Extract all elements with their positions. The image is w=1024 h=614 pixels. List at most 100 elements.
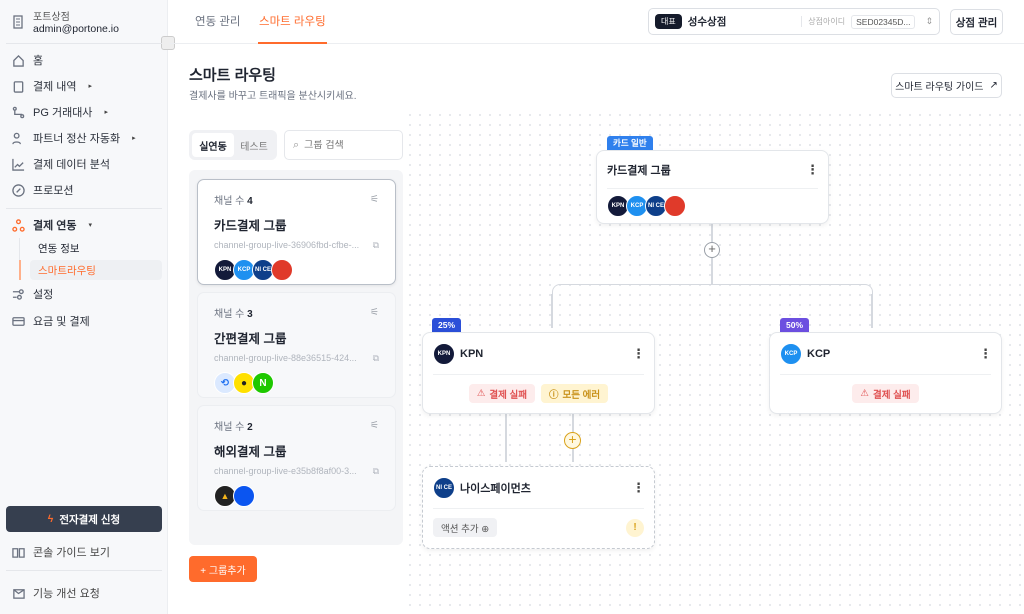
nice-fallback-node[interactable]: NI CE 나이스페이먼츠 ⋮ 액션 추가 ⊕! (422, 466, 655, 549)
sidebar-item-integration[interactable]: 결제 연동 ▾ (12, 215, 92, 235)
kpn-weight-badge: 25% (432, 318, 462, 332)
tab-live[interactable]: 실연동 (192, 133, 234, 157)
caret-right-icon: ▸ (132, 135, 136, 142)
store-name: 포트상점 (33, 12, 70, 23)
mail-icon (13, 588, 25, 599)
filter-icon[interactable]: ⚟ (370, 194, 379, 205)
node-title: KPN (460, 347, 484, 360)
kpn-logo: KPN (214, 259, 236, 281)
more-icon[interactable]: ⋮ (979, 345, 992, 361)
store-selector[interactable]: 대표 성수상점 상점아이디 SED02345D... ⇕ (648, 8, 940, 35)
group-id: channel-group-live-88e36515-424... (214, 353, 357, 363)
kpn-node[interactable]: KPN KPN ⋮ ⚠ 결제 실패 ⓘ 모든 에러 (422, 332, 655, 414)
copy-icon[interactable]: ⧉ (372, 240, 379, 250)
store-manage-button[interactable]: 상점 관리 (950, 9, 1003, 35)
add-group-button[interactable]: + 그룹추가 (189, 556, 257, 582)
group-card-easy[interactable]: 채널 수 3 ⚟ 간편결제 그룹 channel-group-live-88e3… (197, 292, 396, 398)
search-field[interactable] (304, 139, 385, 151)
sidebar-item-analytics[interactable]: 결제 데이터 분석 (12, 154, 110, 174)
copy-icon[interactable]: ⧉ (372, 353, 379, 363)
kcp-logo: KCP (233, 259, 255, 281)
home-icon (13, 54, 24, 67)
search-icon: ⌕ (293, 138, 300, 151)
payment-failure-chip[interactable]: ⚠ 결제 실패 (468, 384, 535, 403)
label: 기능 개선 요청 (33, 588, 100, 600)
label: 스마트 라우팅 가이드 (895, 82, 984, 93)
page-title: 스마트 라우팅 (189, 67, 276, 84)
root-badge: 카드 일반 (607, 136, 653, 150)
caret-right-icon: ▸ (104, 109, 108, 116)
payment-failure-chip[interactable]: ⚠ 결제 실패 (852, 384, 919, 403)
naverpay-logo: N (252, 372, 274, 394)
building-icon (13, 15, 23, 29)
global-pg-logo-2 (233, 485, 255, 507)
more-icon[interactable]: ⋮ (806, 161, 819, 177)
nodes-icon (12, 218, 25, 232)
kcp-node[interactable]: KCP KCP ⋮ ⚠ 결제 실패 (769, 332, 1002, 414)
sidebar-item-billing[interactable]: 요금 및 결제 (12, 311, 90, 331)
top-bar: 연동 관리 스마트 라우팅 대표 성수상점 상점아이디 SED02345D...… (169, 0, 1024, 44)
group-search-input[interactable]: ⌕ (284, 130, 403, 160)
external-link-icon: ↗ (989, 80, 998, 91)
smart-routing-guide-button[interactable]: 스마트 라우팅 가이드 ↗ (891, 73, 1002, 98)
copy-icon[interactable]: ⧉ (372, 466, 379, 476)
group-card-global[interactable]: 채널 수 2 ⚟ 해외결제 그룹 channel-group-live-e35b… (197, 405, 396, 511)
kpn-logo: KPN (433, 342, 455, 365)
percent-icon (12, 183, 25, 197)
store-id: SED02345D... (851, 14, 916, 29)
sidebar-subitem-integration-info[interactable]: 연동 정보 (38, 242, 80, 255)
sidebar-item-home[interactable]: 홈 (12, 50, 43, 70)
store-name: 성수상점 (687, 16, 727, 28)
label: 홈 (33, 55, 44, 67)
sidebar-item-settings[interactable]: 설정 (12, 284, 53, 304)
caret-down-icon: ▾ (88, 222, 93, 229)
add-fallback-button[interactable]: + (564, 432, 581, 449)
sidebar-item-pg-reconcile[interactable]: PG 거래대사▸ (12, 102, 108, 122)
tab-test[interactable]: 테스트 (240, 141, 268, 153)
tab-integration-management[interactable]: 연동 관리 (195, 16, 241, 28)
add-action-button[interactable]: 액션 추가 ⊕ (433, 518, 498, 537)
filter-icon[interactable]: ⚟ (370, 307, 379, 318)
add-branch-button[interactable]: + (704, 242, 720, 258)
chart-icon (12, 158, 25, 171)
more-icon[interactable]: ⋮ (632, 345, 645, 361)
sidebar-subitem-smart-routing[interactable]: 스마트라우팅 (30, 260, 162, 280)
group-id: channel-group-live-e35b8f8af00-3... (214, 466, 357, 476)
label: 전자결제 신청 (59, 513, 121, 526)
group-name: 해외결제 그룹 (214, 445, 287, 459)
all-errors-chip[interactable]: ⓘ 모든 에러 (541, 384, 609, 403)
toss-logo (664, 195, 686, 217)
node-title: 나이스페이먼츠 (460, 482, 531, 495)
channel-count: 채널 수 2 (214, 422, 253, 433)
label: 결제 연동 (33, 220, 77, 232)
kcp-logo: KCP (780, 342, 802, 365)
channel-count: 채널 수 4 (214, 196, 253, 207)
card-icon (12, 316, 25, 326)
console-guide-link[interactable]: 콘솔 가이드 보기 (12, 542, 110, 562)
node-title: KCP (807, 347, 831, 360)
sidebar: 포트상점 admin@portone.io 홈 결제 내역▸ PG 거래대사▸ … (0, 0, 175, 614)
filter-icon[interactable]: ⚟ (370, 420, 379, 431)
kcp-logo: KCP (626, 195, 648, 217)
nice-logo: NI CE (433, 476, 455, 499)
route-icon (12, 106, 25, 118)
account-email: admin@portone.io (33, 23, 119, 35)
caret-right-icon: ▸ (88, 83, 93, 90)
sidebar-item-partner-settlement[interactable]: 파트너 정산 자동화 ▸ (12, 128, 136, 148)
group-card-card[interactable]: 채널 수 4 ⚟ 카드결제 그룹 channel-group-live-3690… (197, 179, 396, 285)
label: 요금 및 결제 (33, 316, 90, 328)
clipboard-icon (13, 80, 24, 93)
tab-smart-routing[interactable]: 스마트 라우팅 (258, 0, 327, 44)
feature-request-link[interactable]: 기능 개선 요청 (12, 583, 100, 603)
warning-icon[interactable]: ! (626, 518, 644, 537)
book-icon (12, 547, 25, 558)
store-id-label: 상점아이디 (801, 16, 845, 27)
sidebar-item-promotion[interactable]: 프로모션 (12, 180, 73, 200)
label: 결제 내역 (33, 81, 77, 93)
label: 파트너 정산 자동화 (33, 133, 121, 145)
sidebar-item-payments[interactable]: 결제 내역 ▸ (12, 76, 92, 96)
settings-icon (12, 288, 24, 300)
more-icon[interactable]: ⋮ (632, 479, 645, 495)
